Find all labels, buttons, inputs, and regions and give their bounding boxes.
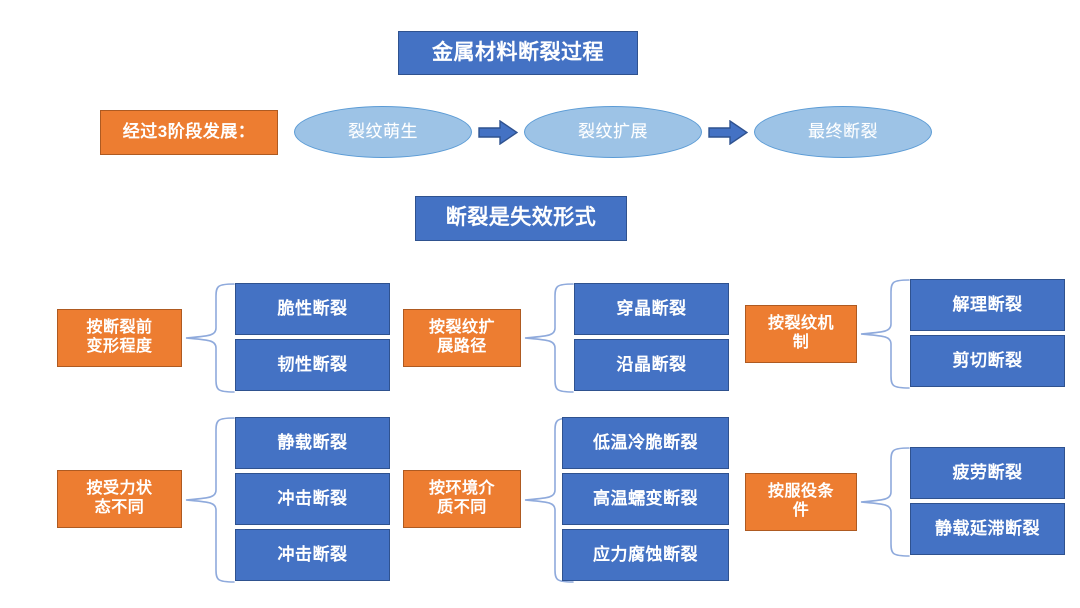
leaf-service-condition-1: 疲劳断裂 <box>910 447 1065 499</box>
category-service-condition: 按服役条 件 <box>745 473 857 531</box>
leaf-loading-state-2: 冲击断裂 <box>235 473 390 525</box>
category-crack-path: 按裂纹扩 展路径 <box>403 309 521 367</box>
leaf-loading-state-1: 静载断裂 <box>235 417 390 469</box>
leaf-deformation-degree-2: 韧性断裂 <box>235 339 390 391</box>
brace-crack-path <box>523 282 575 394</box>
leaf-loading-state-3: 冲击断裂 <box>235 529 390 581</box>
leaf-crack-mechanism-1: 解理断裂 <box>910 279 1065 331</box>
brace-loading-state <box>184 416 236 584</box>
category-environment-medium: 按环境介 质不同 <box>403 470 521 528</box>
stages-label: 经过3阶段发展： <box>100 110 278 155</box>
stage-ellipse-2: 裂纹扩展 <box>524 106 702 158</box>
leaf-environment-medium-1: 低温冷脆断裂 <box>562 417 729 469</box>
leaf-environment-medium-3: 应力腐蚀断裂 <box>562 529 729 581</box>
diagram-subtitle: 断裂是失效形式 <box>415 196 627 241</box>
brace-deformation-degree <box>184 282 236 394</box>
right-block-arrow-icon-1 <box>478 120 518 145</box>
leaf-service-condition-2: 静载延滞断裂 <box>910 503 1065 555</box>
brace-crack-mechanism <box>859 278 911 390</box>
category-loading-state: 按受力状 态不同 <box>57 470 182 528</box>
leaf-crack-path-2: 沿晶断裂 <box>574 339 729 391</box>
brace-service-condition <box>859 446 911 558</box>
category-deformation-degree: 按断裂前 变形程度 <box>57 309 182 367</box>
leaf-deformation-degree-1: 脆性断裂 <box>235 283 390 335</box>
category-crack-mechanism: 按裂纹机 制 <box>745 305 857 363</box>
leaf-crack-mechanism-2: 剪切断裂 <box>910 335 1065 387</box>
leaf-environment-medium-2: 高温蠕变断裂 <box>562 473 729 525</box>
leaf-crack-path-1: 穿晶断裂 <box>574 283 729 335</box>
stage-ellipse-3: 最终断裂 <box>754 106 932 158</box>
brace-environment-medium <box>523 416 575 584</box>
diagram-title: 金属材料断裂过程 <box>398 31 638 75</box>
right-block-arrow-icon-2 <box>708 120 748 145</box>
stage-ellipse-1: 裂纹萌生 <box>294 106 472 158</box>
